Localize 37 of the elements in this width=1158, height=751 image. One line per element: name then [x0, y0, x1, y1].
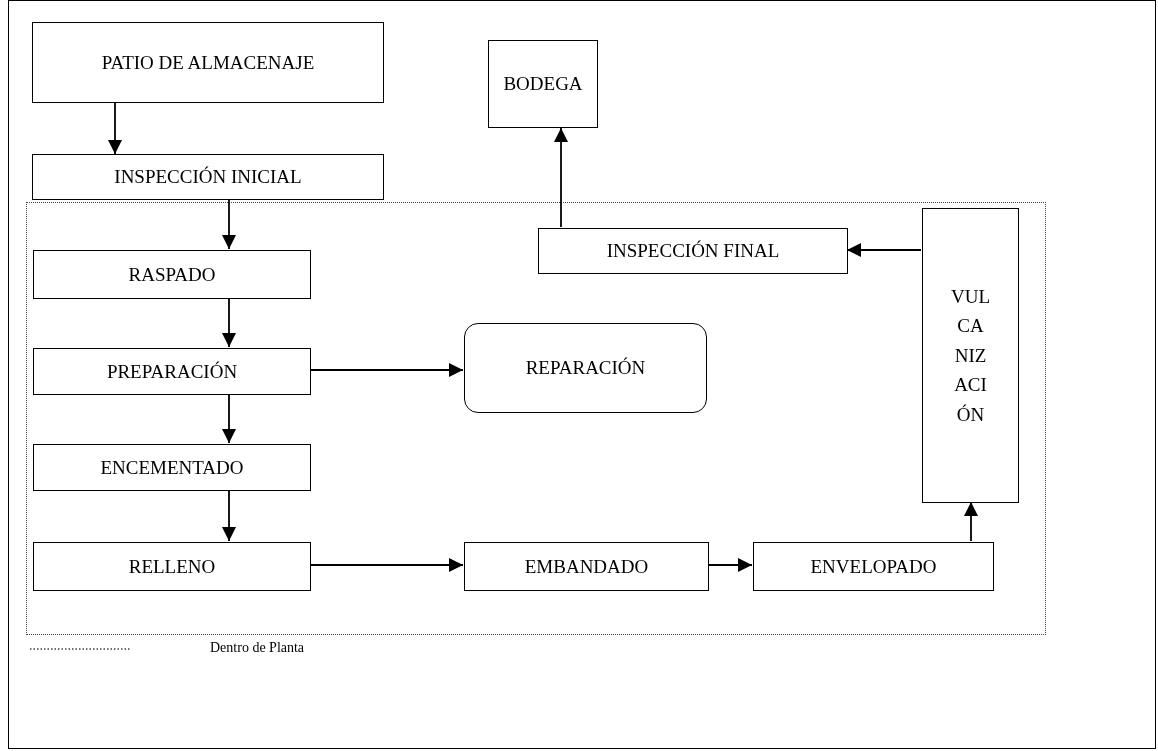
process-label: PATIO DE ALMACENAJE — [101, 50, 315, 75]
process-box — [464, 542, 709, 591]
arrow — [309, 362, 464, 378]
process-box — [753, 542, 994, 591]
process-box — [33, 348, 311, 395]
process-box — [538, 228, 848, 274]
process-label: EMBANDADO — [524, 554, 649, 579]
arrow — [221, 297, 237, 348]
process-label: BODEGA — [503, 72, 583, 96]
process-label: REPARACIÓN — [525, 356, 646, 380]
process-label: RASPADO — [128, 262, 216, 287]
process-label: ENVELOPADO — [810, 554, 937, 579]
process-label: INSPECCIÓN INICIAL — [114, 165, 302, 189]
arrow — [107, 102, 123, 155]
arrow — [309, 557, 464, 573]
arrow — [846, 242, 922, 258]
process-box — [33, 250, 311, 299]
process-label: INSPECCIÓN FINAL — [606, 239, 780, 263]
process-box — [488, 40, 598, 128]
process-label: VUL CA NIZ ACI ÓN — [949, 284, 992, 427]
process-label: ENCEMENTADO — [100, 455, 244, 480]
arrow — [221, 199, 237, 250]
arrow — [963, 501, 979, 542]
process-box — [33, 444, 311, 491]
dotted-boundary-box — [26, 202, 1046, 635]
arrow — [553, 127, 569, 228]
rounded-process-box — [464, 323, 707, 413]
process-box — [32, 154, 384, 200]
arrow — [221, 489, 237, 542]
arrow — [707, 557, 753, 573]
process-box — [32, 22, 384, 103]
legend-label: Dentro de Planta — [210, 640, 305, 656]
process-box — [33, 542, 311, 591]
arrow — [221, 393, 237, 444]
process-label: PREPARACIÓN — [106, 359, 238, 384]
process-box — [922, 208, 1019, 503]
process-label: RELLENO — [128, 554, 216, 579]
